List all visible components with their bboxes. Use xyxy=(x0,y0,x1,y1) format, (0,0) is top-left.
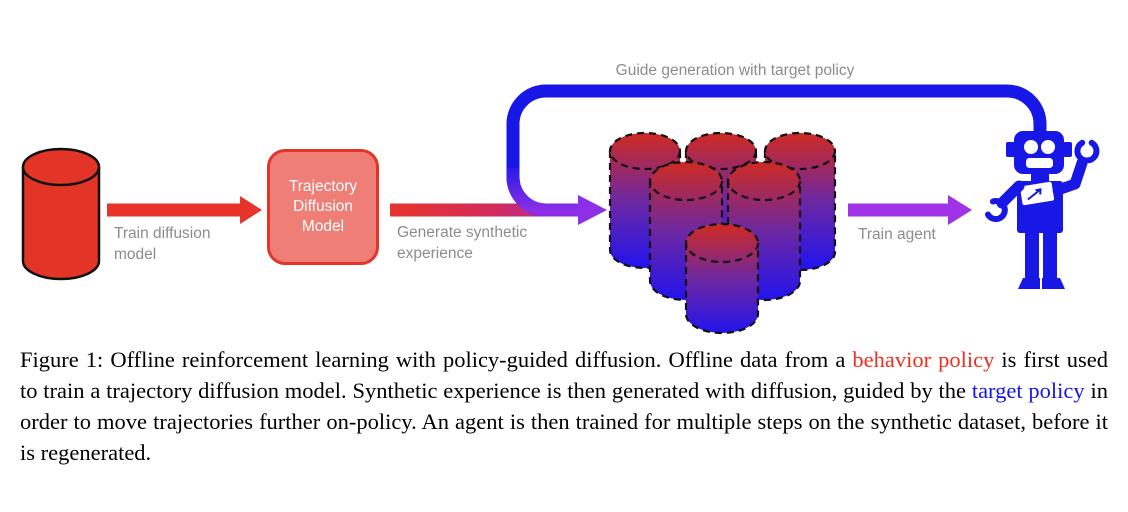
dashed-cylinder xyxy=(684,222,760,335)
guide-policy-pipe xyxy=(506,84,1047,217)
synthetic-data-cylinder-cluster-icon xyxy=(608,131,837,335)
caption-text: is first used to train a trajectory diff… xyxy=(20,347,1108,403)
train-diffusion-label: Train diffusion model xyxy=(114,225,211,263)
offline-data-cylinder-icon xyxy=(21,147,101,281)
robot-eye xyxy=(1024,140,1038,154)
robot-right-claw xyxy=(1074,139,1100,164)
generate-synthetic-label: Generate synthetic experience xyxy=(397,224,528,262)
guide-generation-label: Guide generation with target policy xyxy=(615,62,855,79)
robot-eye xyxy=(1041,140,1055,154)
robot-foot xyxy=(1018,278,1040,289)
caption-text: Figure 1: Offline reinforcement learning… xyxy=(20,347,853,372)
diagram-canvas xyxy=(21,84,1100,335)
synthetic-arrowhead xyxy=(578,195,607,225)
train-agent-label: Train agent xyxy=(858,226,936,243)
trajectory-diffusion-model-box: Trajectory Diffusion Model xyxy=(267,149,379,265)
caption-target-policy: target policy xyxy=(971,378,1085,403)
robot-mouth xyxy=(1026,158,1053,168)
robot-ear xyxy=(1006,142,1015,157)
robot-left-claw xyxy=(985,198,1008,223)
robot-foot xyxy=(1042,278,1065,289)
robot-neck xyxy=(1031,174,1049,182)
robot-chest-panel xyxy=(1020,181,1055,206)
robot-right-arm xyxy=(1052,157,1088,196)
robot-leg xyxy=(1025,230,1039,278)
robot-left-arm xyxy=(996,180,1025,209)
train-agent-arrow xyxy=(848,195,972,225)
robot-ear xyxy=(1063,142,1072,157)
train-diffusion-arrow xyxy=(107,196,262,224)
diagram: Train diffusion model Trajectory Diffusi… xyxy=(21,62,1100,335)
robot-icon xyxy=(985,131,1100,289)
caption-text: in order to move trajectories further on… xyxy=(20,378,1108,465)
figure-caption: Figure 1: Offline reinforcement learning… xyxy=(20,344,1108,468)
caption-behavior-policy: behavior policy xyxy=(852,347,995,372)
robot-leg xyxy=(1043,230,1057,278)
